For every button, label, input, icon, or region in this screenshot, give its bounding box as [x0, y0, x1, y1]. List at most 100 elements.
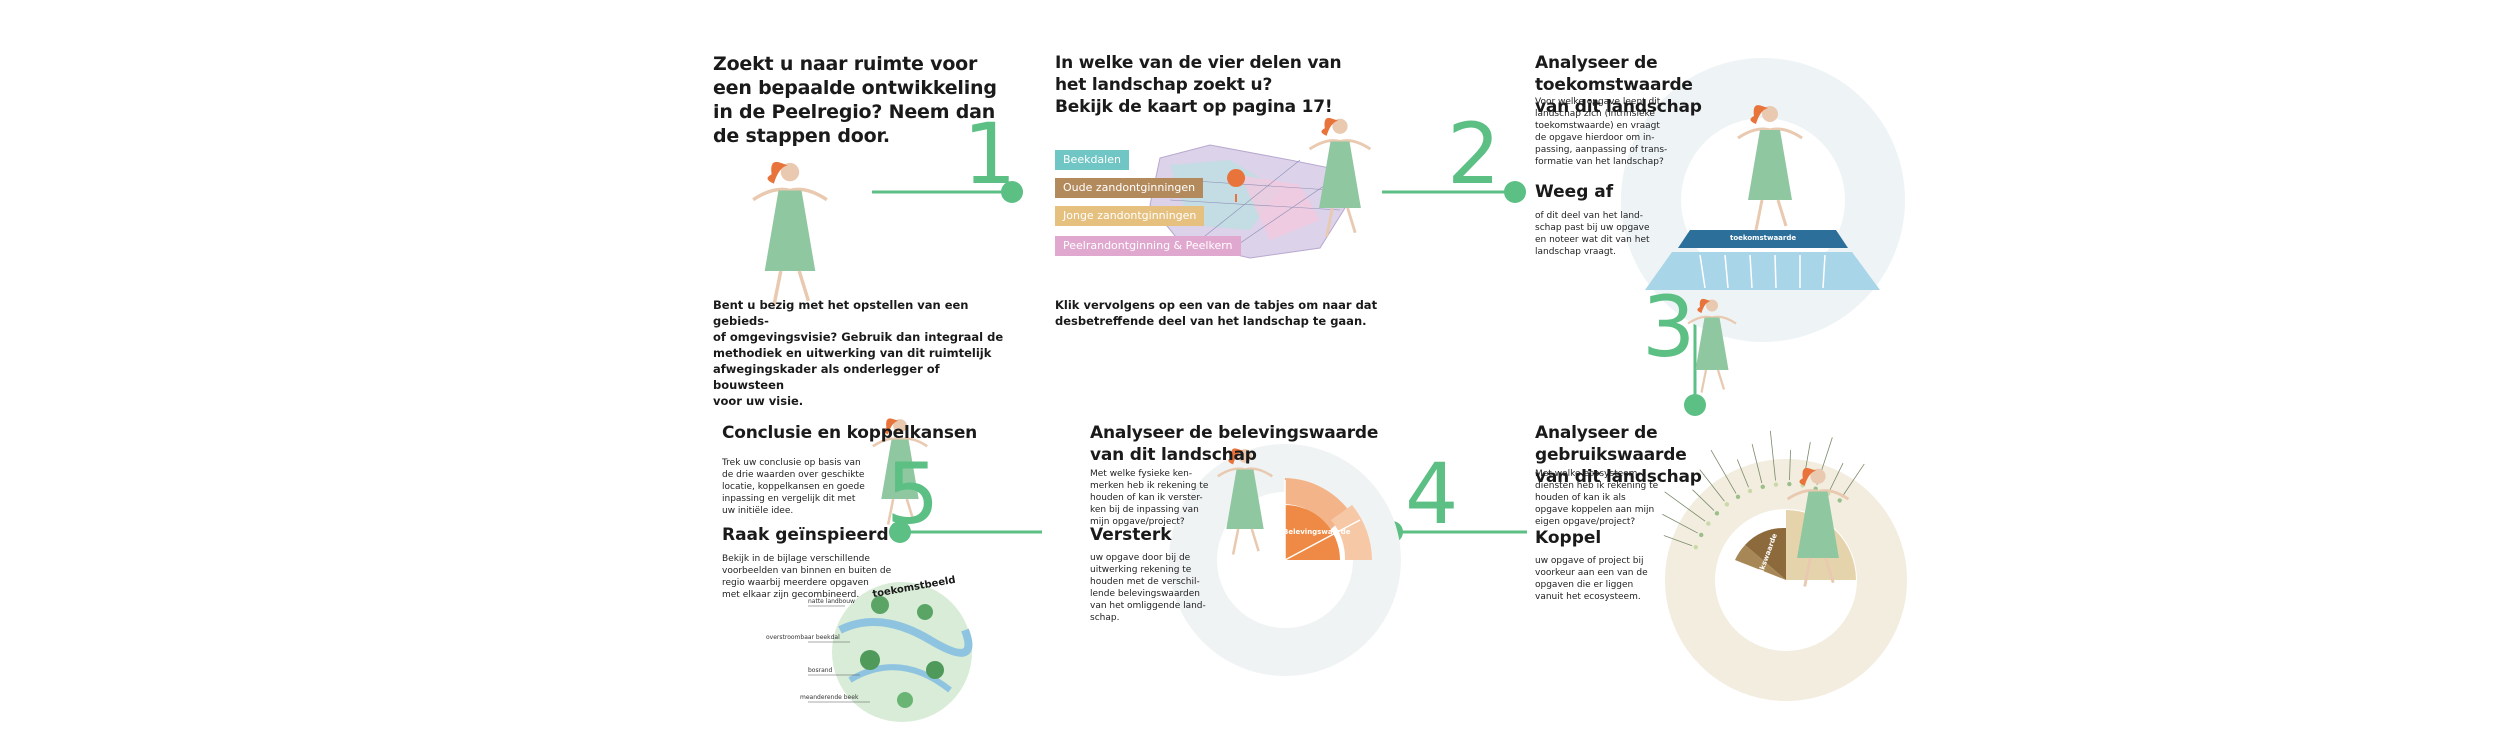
step6-title: Conclusie en koppelkansen — [722, 423, 978, 443]
gebruikswaarde-dot — [1699, 532, 1704, 538]
gebruikswaarde-dot — [1747, 488, 1753, 494]
step1-body-line: afwegingskader als onderlegger of bouwst… — [713, 362, 940, 392]
toekomstwaarde-label: toekomstwaarde — [1730, 234, 1797, 242]
step6-number: 5 — [886, 445, 940, 543]
gebruikswaarde-tick — [1699, 469, 1725, 502]
step1-title-line: een bepaalde ontwikkeling — [713, 77, 997, 99]
step5-sub-body-line: schap. — [1090, 613, 1120, 623]
step3-sub-body-line: landschap vraagt. — [1535, 247, 1617, 257]
annotation-meanderende-beek: meanderende beek — [800, 694, 859, 701]
step3-body: Voor welke opgave leent dit landschap zi… — [1535, 96, 1685, 168]
tab-peelrandontginning-peelkern[interactable]: Peelrandontginning & Peelkern — [1055, 236, 1241, 256]
step6-sub-body-line: Bekijk in de bijlage verschillende — [722, 554, 870, 564]
step4-body: Met welke ecosysteem- diensten heb ik re… — [1535, 468, 1685, 528]
step3-body-line: landschap zich (intrinsieke — [1535, 109, 1655, 119]
step5-body: Met welke fysieke ken- merken heb ik rek… — [1090, 468, 1230, 528]
step4-sub-body-line: voorkeur aan een van de — [1535, 568, 1648, 578]
gebruikswaarde-dot — [1787, 481, 1792, 487]
gebruikswaarde-tick — [1829, 462, 1844, 491]
annotation-natte-landbouw: natte landbouw — [808, 598, 855, 605]
step5-sub-body-line: houden met de verschil- — [1090, 577, 1200, 587]
step3-body-line: formatie van het landschap? — [1535, 157, 1664, 167]
annotation-overstroombaar-beekdal: overstroombaar beekdal — [766, 634, 840, 641]
step3-sub-body-line: of dit deel van het land- — [1535, 211, 1644, 221]
annotation-bosrand: bosrand — [808, 667, 833, 674]
step6-sub-body-line: voorbeelden van binnen en buiten de — [722, 566, 892, 576]
belevingswaarde-wheel — [1169, 444, 1401, 676]
step6-body-line: Trek uw conclusie op basis van — [722, 458, 861, 468]
gebruikswaarde-dot — [1706, 521, 1711, 526]
step4-title-line: Analyseer de gebruikswaarde — [1535, 423, 1687, 465]
step4-body-line: eigen opgave/project? — [1535, 517, 1636, 527]
step1-title-line: in de Peelregio? Neem dan — [713, 101, 996, 123]
step2-body-line: desbetreffende deel van het landschap te… — [1055, 314, 1367, 328]
step1-body-line: voor uw visie. — [713, 394, 804, 408]
gebruikswaarde-dot — [1760, 484, 1765, 490]
step4-body-line: Met welke ecosysteem- — [1535, 469, 1641, 479]
step2-title-line: In welke van de vier delen van — [1055, 53, 1342, 73]
step3-body-line: Voor welke opgave leent dit — [1535, 97, 1661, 107]
step3-title: Analyseer de toekomstwaarde van dit land… — [1535, 52, 1795, 118]
step1-number: 1 — [963, 105, 1017, 203]
step5-body-line: ken bij de inpassing van — [1090, 505, 1199, 515]
step6-body-line: de drie waarden over geschikte — [722, 470, 865, 480]
step6-body-line: uw initiële idee. — [722, 506, 794, 516]
step3-sub-body-line: en noteer wat dit van het — [1535, 235, 1650, 245]
step4-body-line: houden of kan ik als — [1535, 493, 1626, 503]
step6-sub-body-line: regio waarbij meerdere opgaven — [722, 578, 869, 588]
step4-number: 4 — [1405, 445, 1459, 543]
step5-title-line: Analyseer de belevingswaarde — [1090, 423, 1379, 443]
person-figure-step1 — [751, 160, 829, 308]
step3-body-line: passing, aanpassing of trans- — [1535, 145, 1668, 155]
step1-title: Zoekt u naar ruimte voor een bepaalde on… — [713, 52, 1033, 148]
step2-number: 2 — [1447, 105, 1501, 203]
step4-body-line: opgave koppelen aan mijn — [1535, 505, 1655, 515]
step6-body-line: inpassing en vergelijk dit met — [722, 494, 856, 504]
step4-sub-title: Koppel — [1535, 528, 1602, 548]
step3-title-line: Analyseer de toekomstwaarde — [1535, 53, 1693, 95]
connector-step5 — [889, 521, 1042, 543]
gebruikswaarde-tick — [1664, 491, 1706, 522]
step5-sub-body-line: uitwerking rekening te — [1090, 565, 1192, 575]
step6-sub-body: Bekijk in de bijlage verschillende voorb… — [722, 553, 922, 601]
gebruikswaarde-dot — [1693, 544, 1698, 550]
gebruikswaarde-tick — [1692, 489, 1715, 511]
gebruikswaarde-tick — [1751, 444, 1763, 484]
step3-body-line: de opgave hierdoor om in- — [1535, 133, 1655, 143]
step3-body-line: toekomstwaarde) en vraagt — [1535, 121, 1660, 131]
step2-body-line: Klik vervolgens op een van de tabjes om … — [1055, 298, 1378, 312]
gebruikswaarde-dot — [1735, 494, 1741, 500]
step1-body-line: Bent u bezig met het opstellen van een g… — [713, 298, 969, 328]
tab-oude-zandontginningen[interactable]: Oude zandontginningen — [1055, 178, 1204, 198]
tab-beekdalen[interactable]: Beekdalen — [1055, 150, 1129, 170]
step5-sub-body-line: lende belevingswaarden — [1090, 589, 1200, 599]
step6-body: Trek uw conclusie op basis van de drie w… — [722, 457, 882, 517]
toekomstbeeld-circle — [808, 582, 973, 722]
step5-sub-body-line: uw opgave door bij de — [1090, 553, 1191, 563]
step5-sub-body: uw opgave door bij de uitwerking rekenin… — [1090, 552, 1230, 624]
step2-title-line: het landschap zoekt u? — [1055, 75, 1273, 95]
step3-title-line: van dit landschap — [1535, 97, 1702, 117]
belevingswaarde-label: Belevingswaarde — [1283, 528, 1351, 536]
gebruikswaarde-dot — [1714, 511, 1720, 516]
connector-step1 — [872, 181, 1023, 203]
step6-body-line: locatie, koppelkansen en goede — [722, 482, 865, 492]
step5-body-line: mijn opgave/project? — [1090, 517, 1185, 527]
step5-title-line: van dit landschap — [1090, 445, 1257, 465]
step2-body: Klik vervolgens op een van de tabjes om … — [1055, 297, 1385, 329]
step3-sub-title: Weeg af — [1535, 182, 1614, 202]
step5-body-line: merken heb ik rekening te — [1090, 481, 1209, 491]
step3-sub-body-line: schap past bij uw opgave — [1535, 223, 1650, 233]
step4-title: Analyseer de gebruikswaarde van dit land… — [1535, 422, 1795, 488]
step4-sub-body-line: opgaven die er liggen — [1535, 580, 1634, 590]
step4-sub-body-line: vanuit het ecosysteem. — [1535, 592, 1641, 602]
tab-jonge-zandontginningen[interactable]: Jonge zandontginningen — [1055, 206, 1205, 226]
step1-body-line: of omgevingsvisie? Gebruik dan integraal… — [713, 330, 1004, 344]
gebruikswaarde-dot — [1773, 482, 1779, 487]
step5-title: Analyseer de belevingswaarde van dit lan… — [1090, 422, 1390, 466]
step1-title-line: de stappen door. — [713, 125, 890, 147]
gebruikswaarde-tick — [1769, 430, 1776, 481]
gebruikswaarde-tick — [1736, 459, 1749, 488]
gebruikswaarde-dot — [1837, 498, 1842, 503]
